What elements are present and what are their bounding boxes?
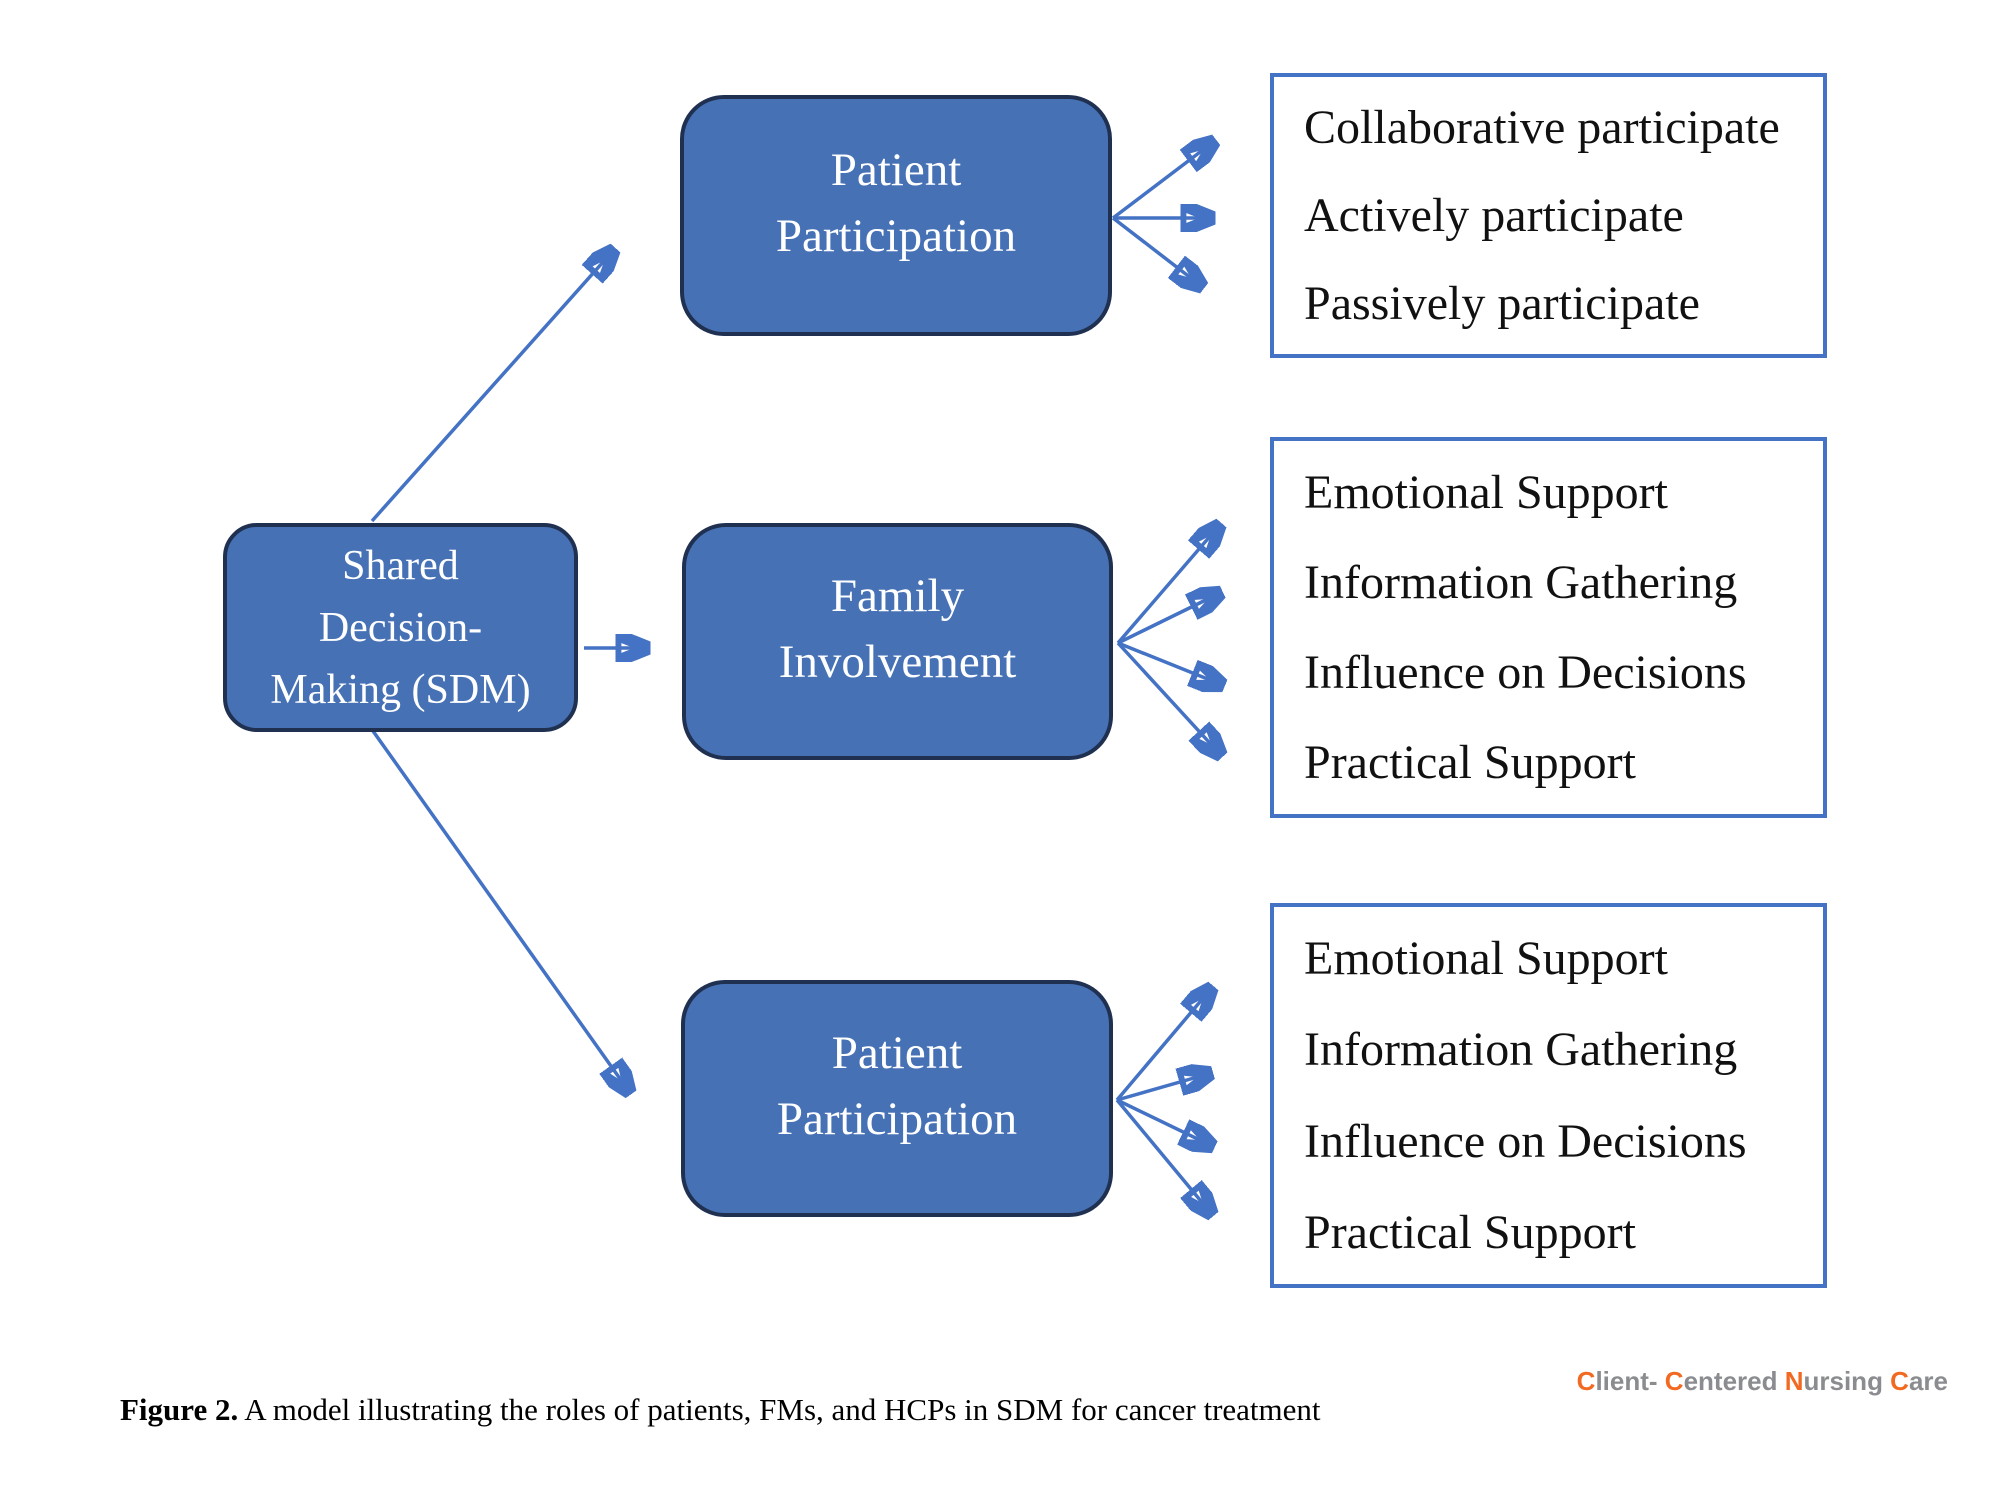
logo-text-part: entered xyxy=(1683,1366,1785,1396)
node-patient-participation-bottom: Patient Participation xyxy=(681,980,1113,1217)
middle-node-fan-arrows xyxy=(1116,527,1220,753)
outcome-item: Collaborative participate xyxy=(1304,100,1780,154)
outcome-list-patient-participation-top: Collaborative participate Actively parti… xyxy=(1270,73,1827,358)
figure-caption-label: Figure 2. xyxy=(120,1392,239,1427)
arrow-mid-outcome-3 xyxy=(1117,641,1220,684)
outcome-item: Emotional Support xyxy=(1304,465,1668,519)
outcome-item: Practical Support xyxy=(1304,1205,1636,1259)
node-text-line: Patient xyxy=(831,1026,963,1079)
outcome-item: Influence on Decisions xyxy=(1304,646,1747,700)
node-text-line: Participation xyxy=(775,209,1017,262)
arrow-mid-outcome-4 xyxy=(1116,641,1219,753)
node-text-line: Shared xyxy=(342,542,459,589)
arrow-bottom-outcome-4 xyxy=(1115,1098,1210,1212)
journal-logo-client-centered-nursing-care: Client- Centered Nursing Care xyxy=(1548,1335,1948,1428)
node-text-line: Family xyxy=(830,569,965,622)
logo-text-part: are xyxy=(1908,1366,1948,1396)
node-text-line: Patient xyxy=(830,143,962,196)
logo-text-part: C xyxy=(1664,1366,1684,1396)
node-patient-participation-top: Patient Participation xyxy=(680,95,1112,336)
outcome-item: Passively participate xyxy=(1304,277,1700,331)
node-text-line: Participation xyxy=(776,1092,1018,1145)
outcome-item: Practical Support xyxy=(1304,736,1636,790)
node-text-line: Making (SDM) xyxy=(270,666,531,713)
logo-text-part: N xyxy=(1784,1366,1804,1396)
arrow-mid-outcome-1 xyxy=(1116,527,1218,645)
node-shared-decision-making: Shared Decision- Making (SDM) xyxy=(223,523,578,732)
node-text-line: Decision- xyxy=(318,604,483,651)
node-family-involvement: Family Involvement xyxy=(682,523,1113,760)
arrow-sdm-to-bottom-node xyxy=(371,729,628,1090)
outcome-item: Emotional Support xyxy=(1304,932,1668,986)
arrow-bottom-outcome-1 xyxy=(1115,990,1210,1102)
outcome-item: Influence on Decisions xyxy=(1304,1114,1747,1168)
top-node-fan-arrows xyxy=(1111,143,1212,285)
outcome-item: Information Gathering xyxy=(1304,1023,1738,1077)
logo-text-part: lient- xyxy=(1595,1366,1665,1396)
arrow-sdm-to-top-node xyxy=(370,252,612,523)
outcome-list-family-involvement: Emotional Support Information Gathering … xyxy=(1270,437,1827,818)
outcome-list-patient-participation-bottom: Emotional Support Information Gathering … xyxy=(1270,903,1827,1288)
outcome-item: Information Gathering xyxy=(1304,555,1738,609)
arrow-mid-outcome-2 xyxy=(1117,594,1218,645)
logo-text-part: C xyxy=(1576,1366,1596,1396)
arrow-top-outcome-1 xyxy=(1111,143,1212,220)
logo-text-part: ursing xyxy=(1803,1366,1891,1396)
logo-text-part: C xyxy=(1890,1366,1909,1396)
figure-caption-text: A model illustrating the roles of patien… xyxy=(238,1392,1321,1427)
node-text-line: Involvement xyxy=(778,635,1017,688)
figure-caption: Figure 2. A model illustrating the roles… xyxy=(120,1392,1880,1428)
bottom-node-fan-arrows xyxy=(1115,990,1210,1212)
outcome-item: Actively participate xyxy=(1304,188,1684,242)
arrow-bottom-outcome-2 xyxy=(1116,1074,1208,1102)
arrow-bottom-outcome-3 xyxy=(1116,1098,1210,1145)
arrow-top-outcome-3 xyxy=(1111,216,1200,285)
root-to-branch-arrows xyxy=(370,252,645,1090)
